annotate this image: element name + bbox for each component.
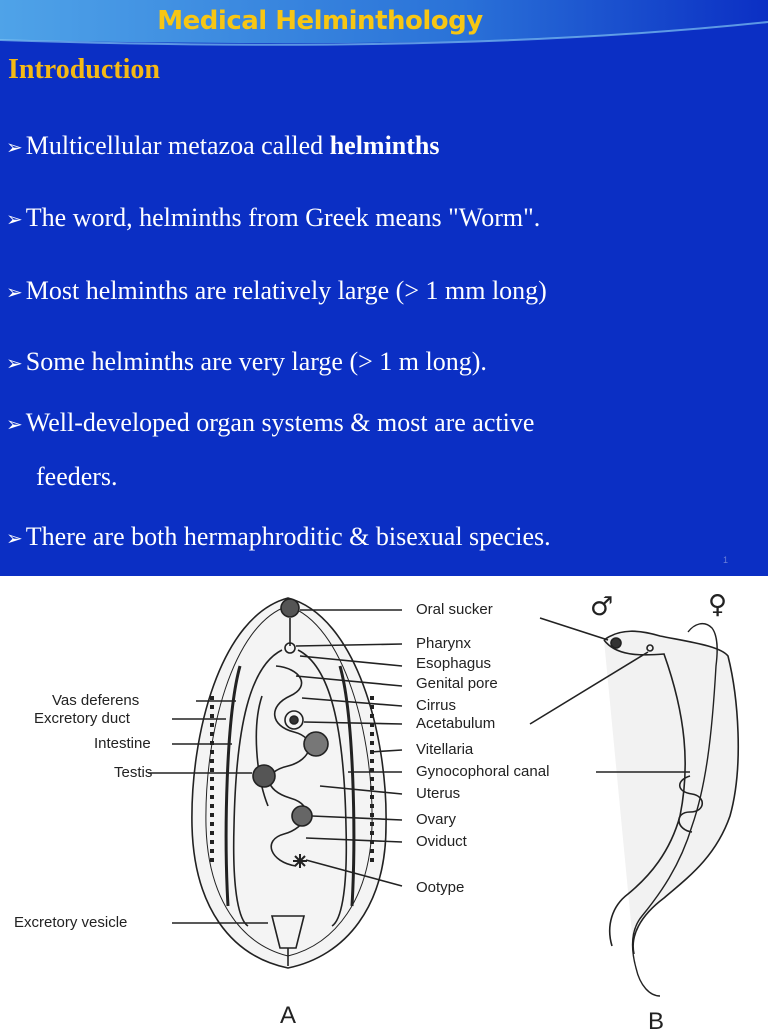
bullet-arrow-icon: ➢: [6, 412, 23, 436]
bullet-arrow-icon: ➢: [6, 207, 23, 231]
label-acetabulum: Acetabulum: [416, 715, 496, 732]
bullet-item: ➢Well-developed organ systems & most are…: [6, 408, 535, 437]
female-symbol-icon: ♀: [708, 590, 728, 620]
label-excretory-vesicle: Excretory vesicle: [14, 914, 128, 931]
male-symbol-icon: ♂: [590, 592, 614, 622]
diagram-artwork: [148, 597, 739, 997]
bullet-item: ➢Multicellular metazoa called helminths: [6, 131, 440, 160]
header-swoosh: [0, 0, 768, 46]
label-oral-sucker: Oral sucker: [416, 601, 493, 618]
label-intestine: Intestine: [94, 735, 151, 752]
bullet-item: ➢There are both hermaphroditic & bisexua…: [6, 522, 551, 551]
label-vitellaria: Vitellaria: [416, 741, 474, 758]
label-cirrus: Cirrus: [416, 697, 456, 714]
label-genital-pore: Genital pore: [416, 675, 498, 692]
label-uterus: Uterus: [416, 785, 461, 802]
bullet-arrow-icon: ➢: [6, 526, 23, 550]
slide-title: Medical Helminthology: [157, 6, 483, 36]
label-excretory-duct: Excretory duct: [34, 710, 130, 727]
slide-number: 1: [722, 555, 728, 565]
label-ootype: Ootype: [416, 879, 465, 896]
slide-panel: Medical Helminthology Introduction ➢Mult…: [0, 0, 768, 576]
label-oviduct: Oviduct: [416, 833, 467, 850]
bullet-arrow-icon: ➢: [6, 351, 23, 375]
bullet-continuation: feeders.: [36, 462, 118, 491]
label-testis: Testis: [114, 764, 153, 781]
label-ovary: Ovary: [416, 811, 457, 828]
section-heading: Introduction: [8, 54, 160, 85]
figure-label-a: A: [280, 1002, 297, 1029]
label-esophagus: Esophagus: [416, 655, 492, 672]
label-gynocophoral-canal: Gynocophoral canal: [416, 763, 550, 780]
bullet-item: ➢The word, helminths from Greek means "W…: [6, 203, 541, 232]
bullet-item: ➢Most helminths are relatively large (> …: [6, 276, 547, 305]
label-pharynx: Pharynx: [416, 635, 472, 652]
bullet-arrow-icon: ➢: [6, 280, 23, 304]
figure-label-b: B: [648, 1008, 665, 1035]
bullet-item: ➢Some helminths are very large (> 1 m lo…: [6, 347, 487, 376]
label-vas-deferens: Vas deferens: [52, 692, 140, 709]
bullet-arrow-icon: ➢: [6, 135, 23, 159]
schistosome-diagram: Vas deferens Excretory duct Intestine Te…: [0, 576, 768, 1035]
